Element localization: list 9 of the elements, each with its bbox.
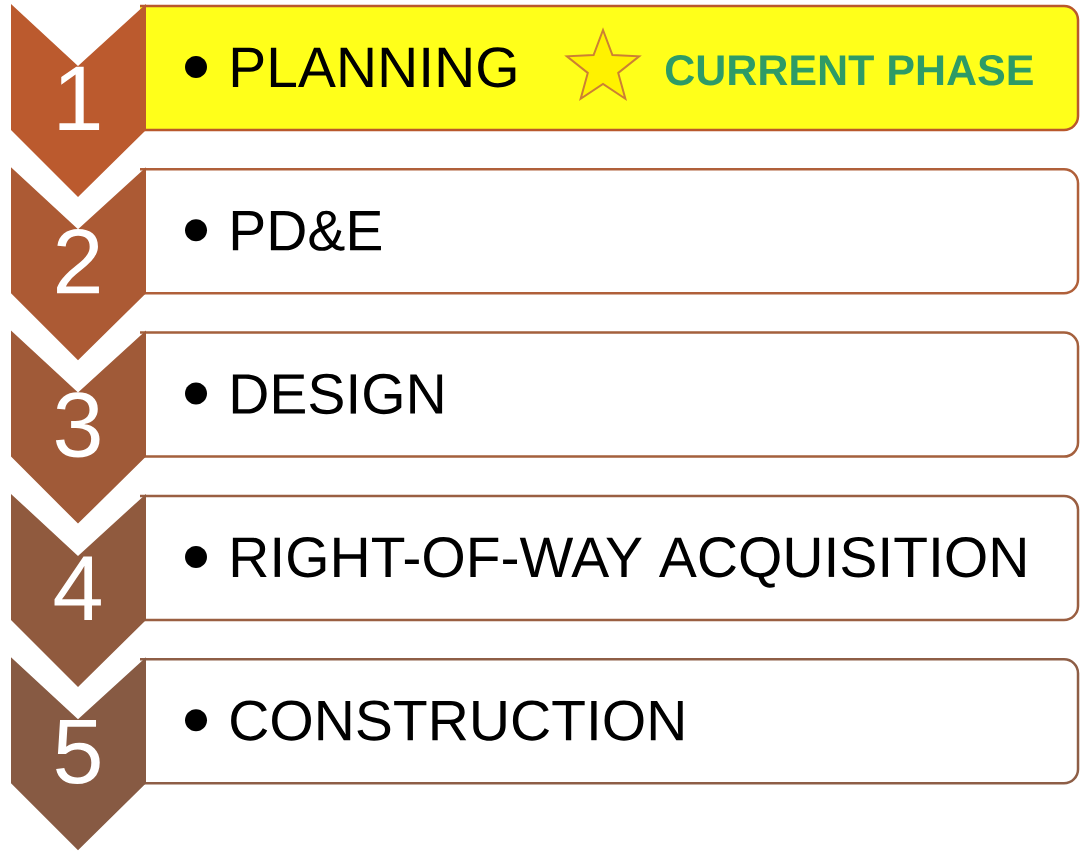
node-label: DESIGN	[232, 373, 443, 415]
status-label: CURRENT PHASE	[665, 54, 1033, 86]
phase-box: CONSTRUCTION	[140, 657, 1080, 785]
node-label: CONSTRUCTION	[231, 700, 683, 741]
node-label: PD&E	[232, 210, 381, 251]
phase-box: RIGHT-OF-WAY ACQUISITION	[140, 494, 1080, 622]
phase-box: DESIGN	[140, 331, 1080, 458]
node-label: RIGHT-OF-WAY ACQUISITION	[232, 537, 1025, 588]
phase-box: PD&E	[140, 168, 1080, 295]
